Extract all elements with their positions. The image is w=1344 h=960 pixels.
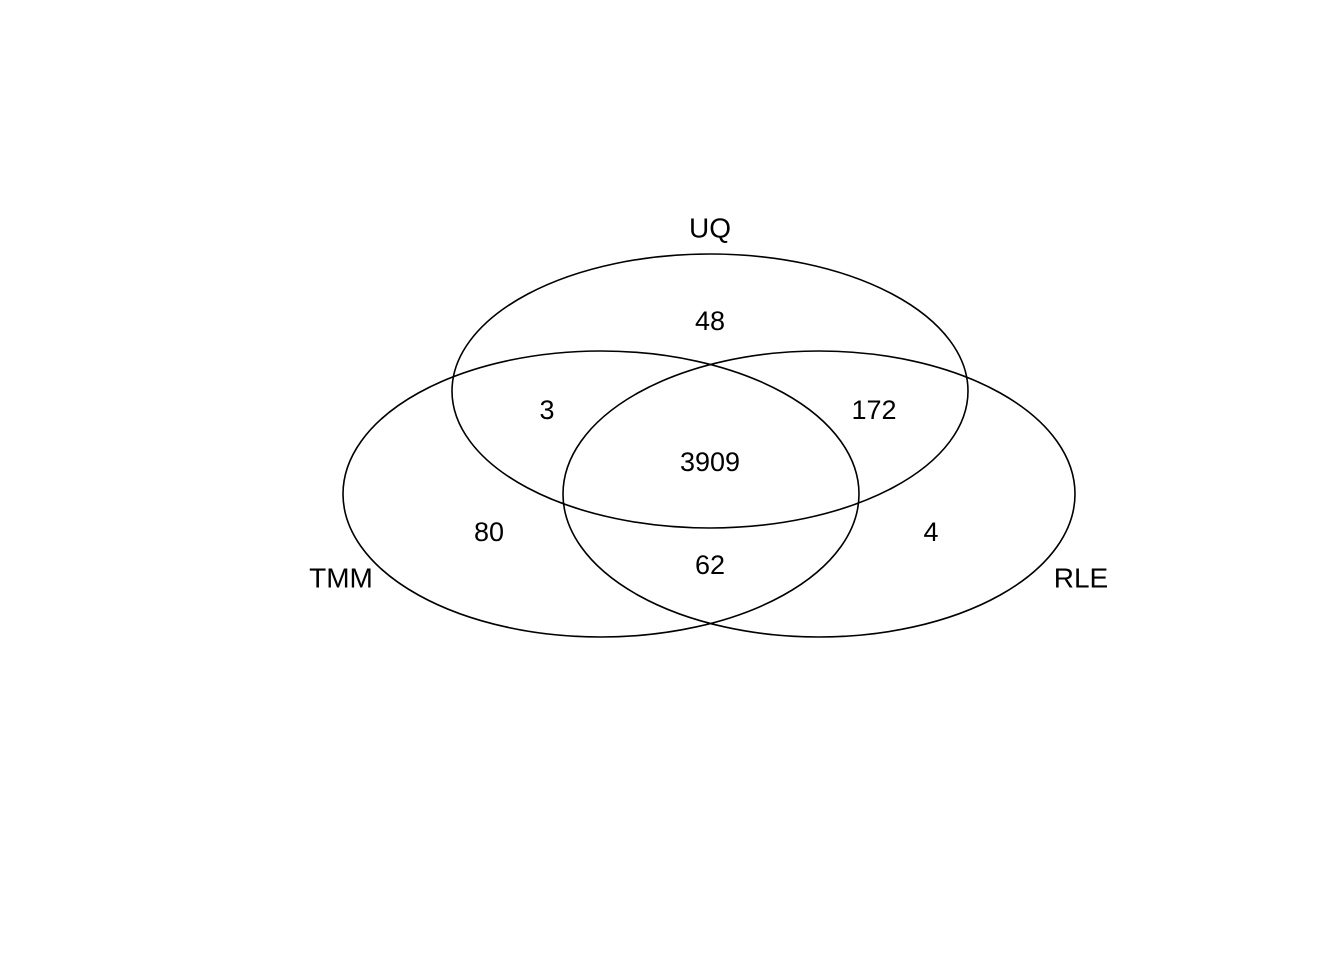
set-label-rle: RLE bbox=[1054, 563, 1108, 594]
count-uq-rle: 172 bbox=[851, 395, 896, 425]
count-tmm-rle: 62 bbox=[695, 550, 725, 580]
set-label-tmm: TMM bbox=[309, 563, 373, 594]
venn-ellipse-tmm bbox=[342, 350, 860, 638]
count-uq-tmm: 3 bbox=[539, 395, 554, 425]
count-rle-only: 4 bbox=[923, 517, 938, 547]
venn-ellipse-uq bbox=[451, 253, 969, 529]
count-all-three: 3909 bbox=[680, 447, 740, 477]
venn-ellipse-rle bbox=[562, 350, 1076, 638]
set-label-uq: UQ bbox=[689, 213, 731, 244]
count-tmm-only: 80 bbox=[474, 517, 504, 547]
count-uq-only: 48 bbox=[695, 306, 725, 336]
